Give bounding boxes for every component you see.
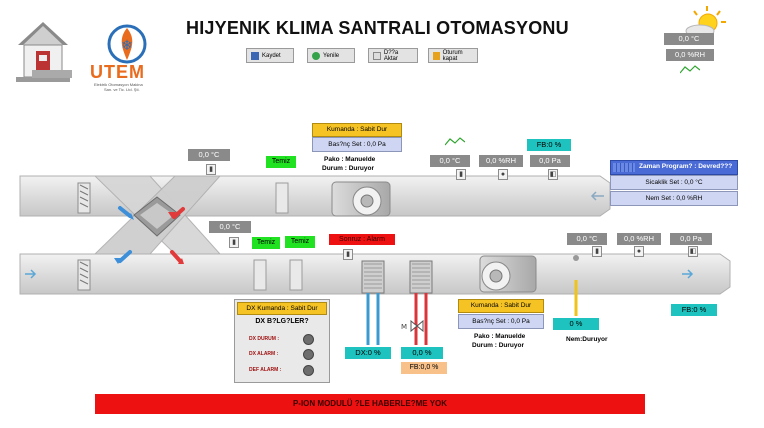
dx-state-label: DX DURUM : [249,336,279,342]
exhaust-fan-pako: Pako : Manuelde [474,333,526,340]
temp-sensor-icon: ▮ [206,164,216,175]
communication-alarm-bar: P-ION MODULÜ ?LE HABERLE?ME YOK [95,394,645,414]
svg-text:❄: ❄ [121,38,133,54]
page-title: HIJYENIK KLIMA SANTRALI OTOMASYONU [186,18,569,38]
outdoor-humidity: 0,0 %RH [666,49,714,61]
bottom-temp2-sensor-icon: ▮ [592,246,602,257]
export-button[interactable]: D??a Aktar [368,48,418,63]
dx-alarm-label: DX ALARM : [249,351,279,357]
logout-button[interactable]: Oturum kapat [428,48,478,63]
schedule-header[interactable]: Zaman Program? : Devred??? [610,160,738,175]
calendar-icon [613,163,635,172]
logout-icon [433,51,440,60]
dx-alarm-lamp [303,349,314,360]
hot-valve: 0,0 % [401,347,443,359]
supply-fan-command[interactable]: Kumanda : Sabit Dur [312,123,402,137]
top-hum-sensor-icon: ● [498,169,508,180]
def-alarm-label: DEF ALARM : [249,367,282,373]
top-left-temp: 0,0 °C [188,149,230,161]
hot-valve-fb: FB:0,0 % [401,362,447,374]
supply-fan-pako: Pako : Manuelde [324,156,376,163]
refresh-button[interactable]: Yenile [307,48,355,63]
exhaust-fan-status: Durum : Duruyor [472,342,524,349]
logo-sub1: Elektrik Otomasyon Makina [94,82,143,87]
bottom-temp: 0,0 °C [567,233,607,245]
dx-panel: DX Kumanda : Sabit Dur DX B?LG?LER? DX D… [234,299,330,383]
utem-logo-icon: ❄ [107,24,147,64]
bottom-hum-sensor-icon: ● [634,246,644,257]
temp-set[interactable]: Sicaklik Set : 0,0 °C [610,175,738,190]
save-icon [251,51,259,60]
exhaust-fan-set[interactable]: Bas?nç Set : 0,0 Pa [458,314,544,329]
top-fb: FB:0 % [527,139,571,151]
humidifier-status: Nem:Duruyor [566,336,608,343]
dx-command[interactable]: DX Kumanda : Sabit Dur [237,302,327,315]
outdoor-trend-icon[interactable] [680,64,700,74]
bottom-filter2-status: Temiz [285,236,315,248]
svg-text:M: M [401,323,407,331]
dx-info-title: DX B?LG?LER? [255,318,309,325]
top-filter-status: Temiz [266,156,296,168]
frost-sensor-icon: ▮ [343,249,353,260]
bottom-fb: FB:0 % [671,304,717,316]
top-press-sensor-icon: ◧ [548,169,558,180]
bottom-pressure: 0,0 Pa [670,233,712,245]
supply-fan-set[interactable]: Bas?nç Set : 0,0 Pa [312,137,402,152]
home-base [32,70,72,78]
temp-trend-icon[interactable] [445,136,465,146]
bottom-left-temp: 0,0 °C [209,221,251,233]
top-temp-sensor-icon: ▮ [456,169,466,180]
humidity-set[interactable]: Nem Set : 0,0 %RH [610,191,738,206]
outdoor-temp: 0,0 °C [664,33,714,45]
humidifier-value: 0 % [553,318,599,330]
frost-alarm: Sonruz : Alarm [329,234,395,245]
def-alarm-lamp [303,365,314,376]
refresh-icon [312,51,320,60]
top-temp: 0,0 °C [430,155,470,167]
valve-icon[interactable]: M [401,318,425,334]
export-icon [373,51,381,60]
logo-text: UTEM [90,62,145,82]
bottom-humidity: 0,0 %RH [617,233,661,245]
supply-fan-status: Durum : Duruyor [322,165,374,172]
exhaust-fan-command[interactable]: Kumanda : Sabit Dur [458,299,544,313]
bottom-temp-sensor-icon: ▮ [229,237,239,248]
dx-valve: DX:0 % [345,347,391,359]
save-button[interactable]: Kaydet [246,48,294,63]
top-humidity: 0,0 %RH [479,155,523,167]
bottom-filter1-status: Temiz [252,237,280,249]
dx-state-lamp [303,334,314,345]
bottom-press-sensor-icon: ◧ [688,246,698,257]
logo-sub2: San. ve Tic. Ltd. Şti. [104,87,140,92]
top-pressure: 0,0 Pa [530,155,570,167]
